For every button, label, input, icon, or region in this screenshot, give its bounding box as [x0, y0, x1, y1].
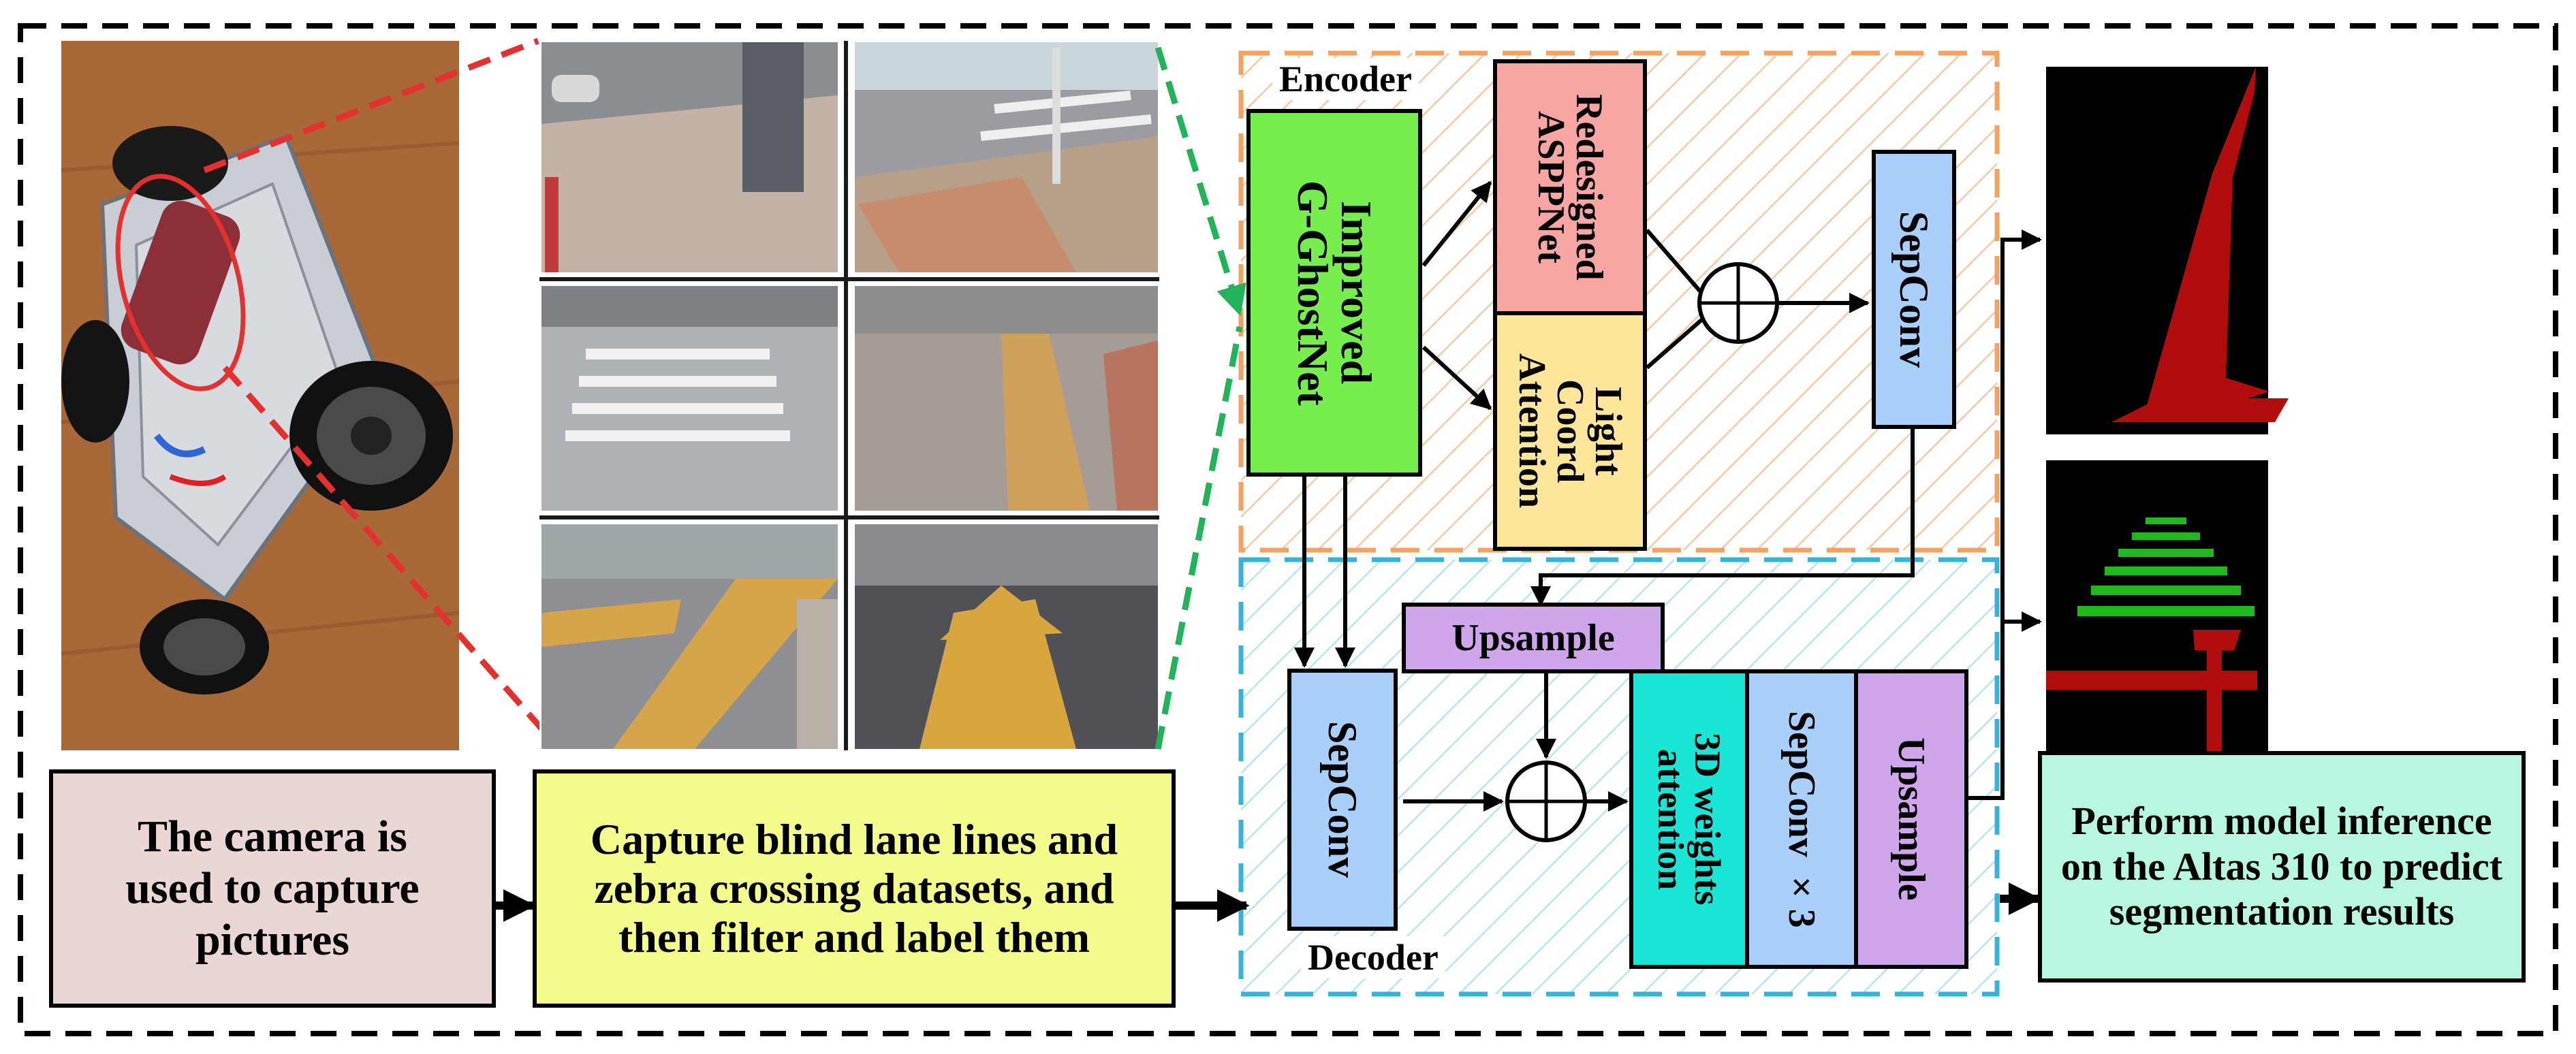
street-photo-tactile [855, 286, 1158, 511]
upsample-top-block: Upsample [1402, 603, 1665, 673]
coord-line-2: Coord [1549, 379, 1591, 483]
street-photo-crossing [855, 42, 1158, 272]
encoder-sepconv-label: SepConv [1891, 210, 1936, 368]
robot-car-photo [61, 41, 460, 750]
aspp-line-1: Redesigned [1568, 94, 1610, 281]
sepconv3-label: SepConv ×3 [1780, 710, 1823, 928]
decoder-sepconv-label: SepConv [1320, 721, 1365, 878]
coord-line-3: Attention [1511, 353, 1553, 509]
sepconv3-block: SepConv ×3 [1745, 669, 1858, 969]
street-photo-sidewalk [541, 42, 838, 272]
zoom-line-bottom [222, 366, 544, 731]
street-photo-lane-right [855, 524, 1158, 749]
ghostnet-block: Improved G-GhostNet [1246, 109, 1422, 477]
capture-step-box: Capture blind lane lines and zebra cross… [533, 769, 1176, 1008]
green-zoom-bottom [1155, 326, 1243, 750]
upsample-right-label: Upsample [1890, 737, 1932, 901]
aspp-line-2: ASPPNet [1530, 111, 1572, 264]
decoder-sepconv-block: SepConv [1287, 669, 1398, 931]
green-zoom-top [1155, 46, 1246, 317]
attention-line-2: attention [1650, 748, 1691, 890]
decoder-label: Decoder [1301, 936, 1445, 978]
attention-line-1: 3D weights [1687, 733, 1728, 906]
inference-step-box: Perform model inference on the Altas 310… [2038, 751, 2526, 983]
inference-step-text: Perform model inference on the Altas 310… [2060, 798, 2503, 934]
seg-result-bottom [2046, 460, 2268, 753]
street-photo-zebra [541, 286, 838, 511]
ghostnet-line-2: G-GhostNet [1289, 180, 1337, 406]
encoder-sepconv-block: SepConv [1872, 150, 1956, 429]
street-photo-lane-left [541, 524, 838, 749]
upsample-top-label: Upsample [1451, 617, 1615, 659]
camera-step-text: The camera is used to capture pictures [125, 812, 420, 965]
dataset-photo-grid [539, 41, 1159, 750]
aspp-block: Redesigned ASPPNet [1493, 59, 1647, 315]
ghostnet-line-1: Improved [1332, 201, 1381, 385]
capture-step-text: Capture blind lane lines and zebra cross… [590, 815, 1118, 961]
zoom-line-top [203, 37, 539, 174]
coord-attention-block: Light Coord Attention [1493, 311, 1647, 551]
outer-frame [18, 23, 2558, 1036]
seg-result-top [2046, 67, 2289, 434]
attention-3d-block: 3D weights attention [1629, 669, 1749, 969]
upsample-right-block: Upsample [1854, 669, 1968, 969]
coord-line-1: Light [1587, 386, 1629, 476]
camera-step-box: The camera is used to capture pictures [49, 769, 496, 1008]
encoder-label: Encoder [1272, 58, 1419, 100]
